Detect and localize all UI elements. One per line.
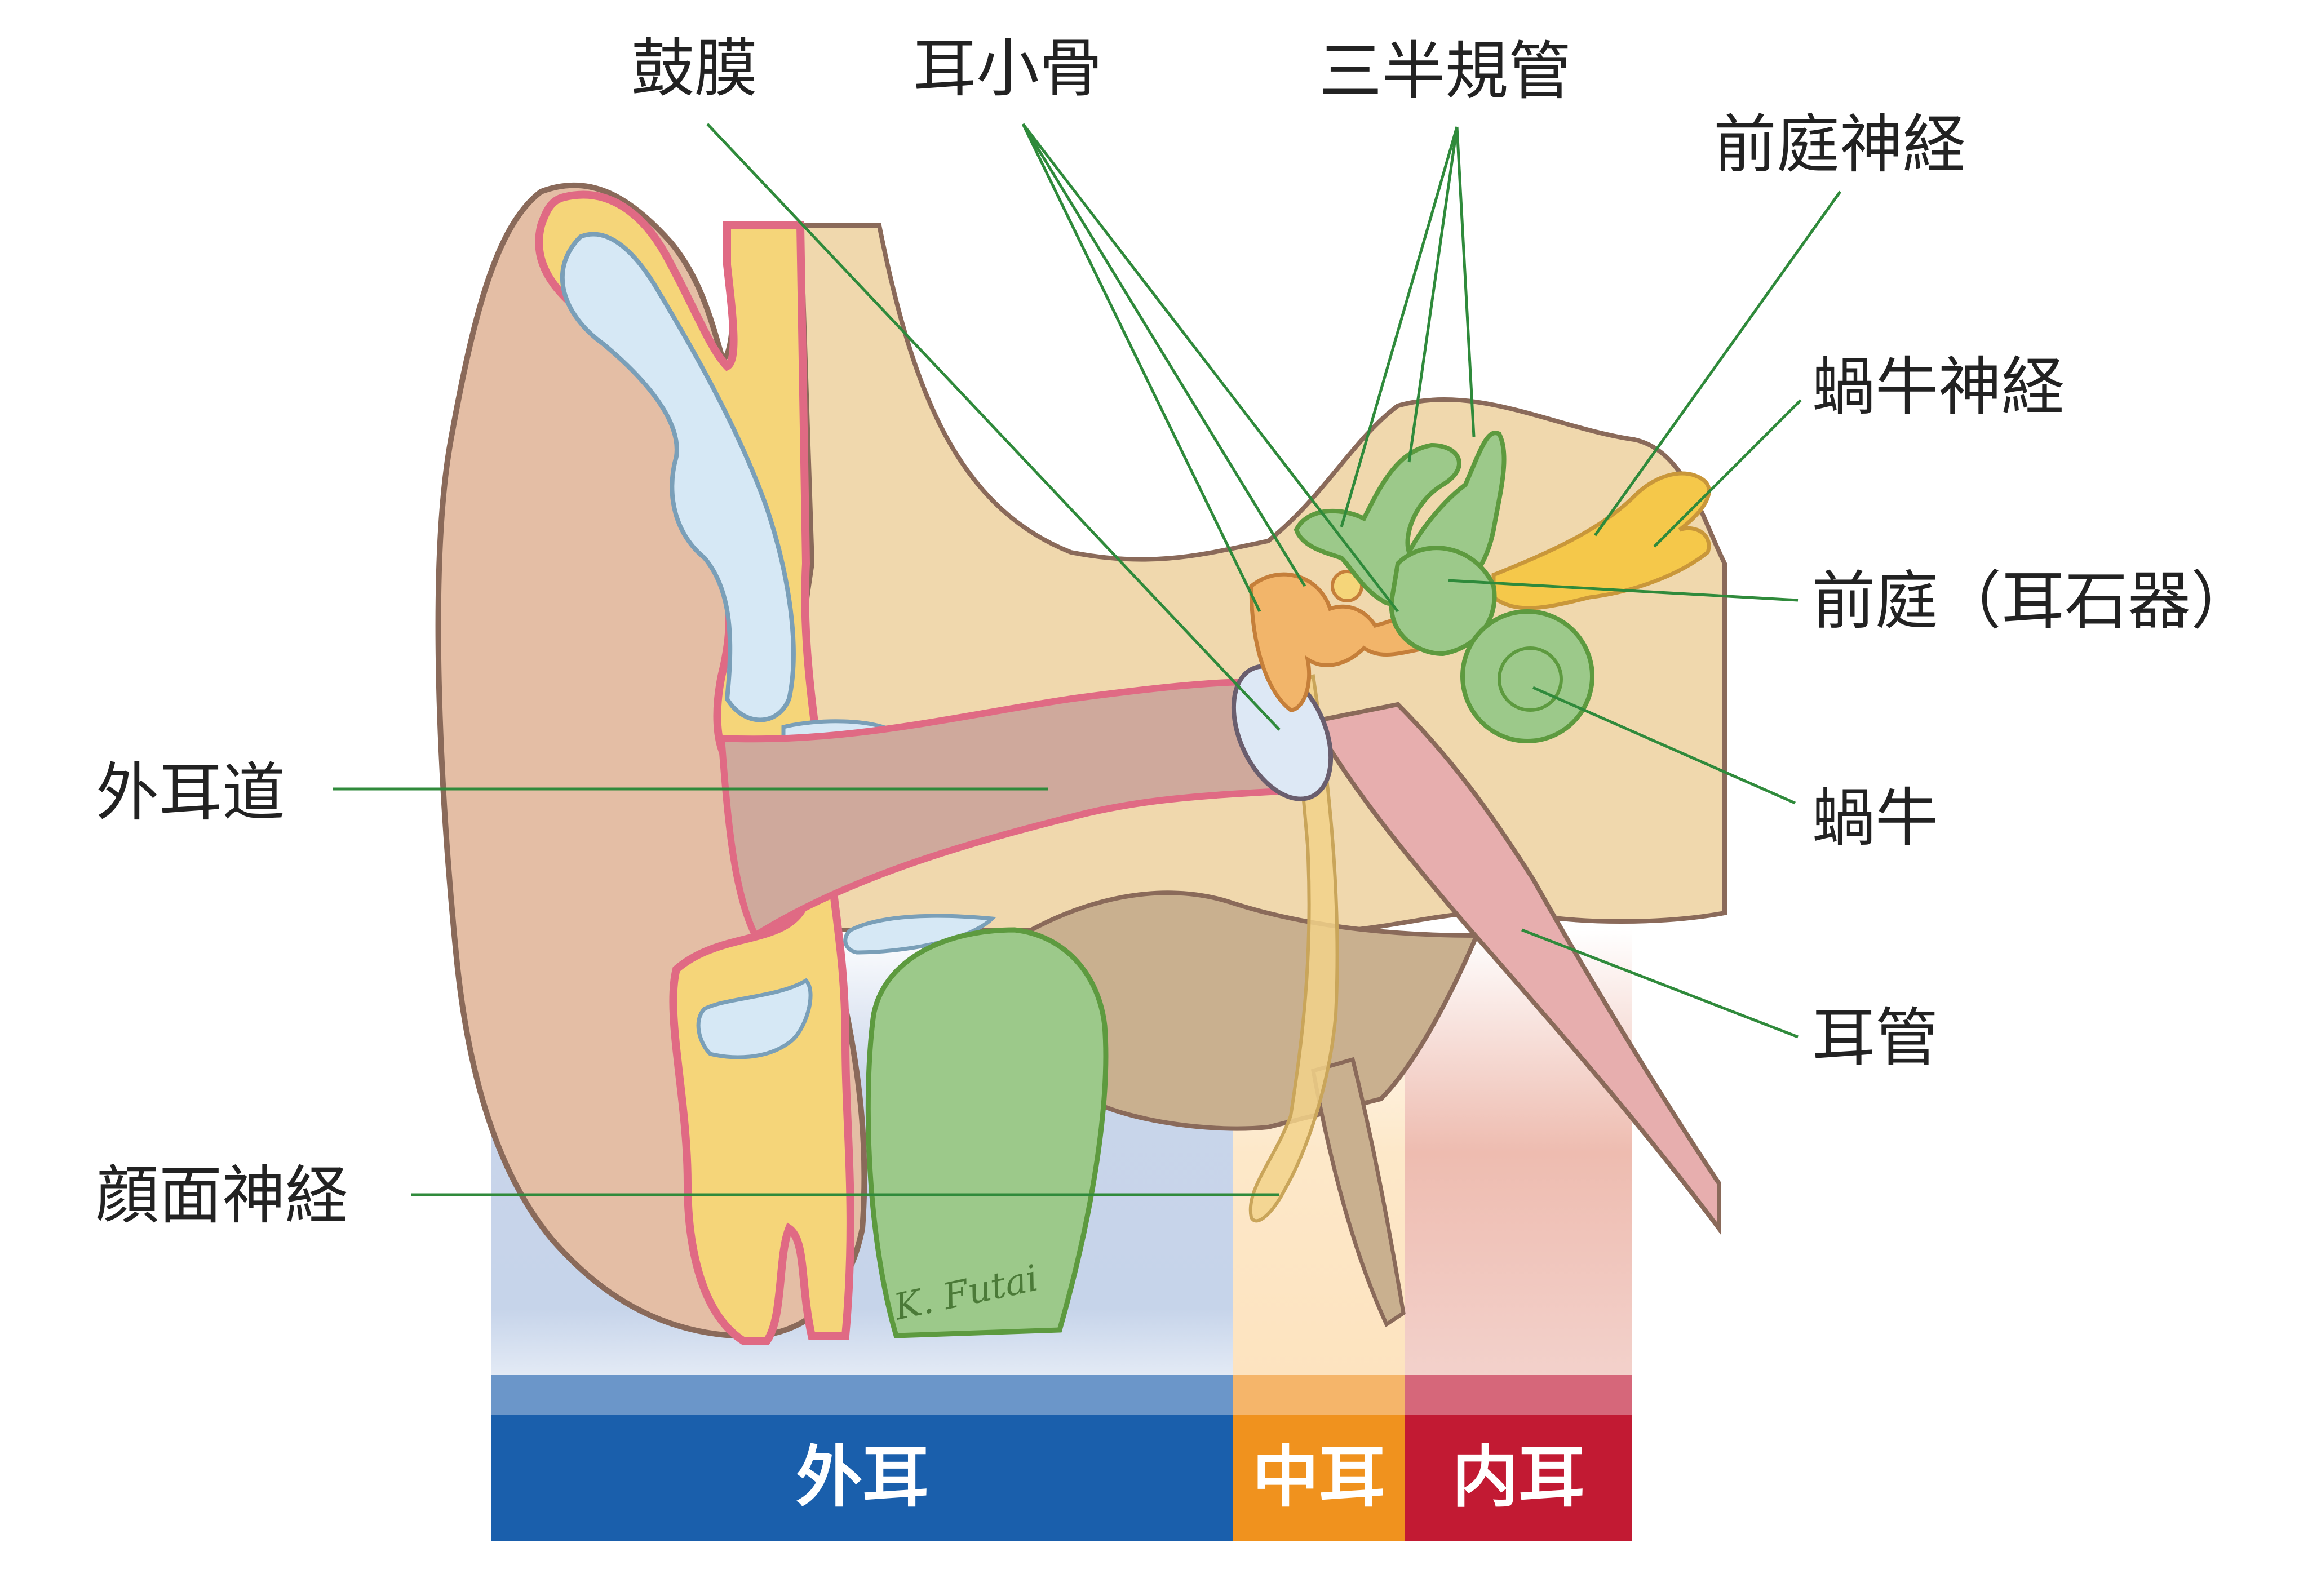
label-ossicles: 耳小骨 [913, 32, 1102, 105]
inner-ear-band [1405, 1415, 1632, 1541]
styloid-process [1310, 1057, 1406, 1328]
inner-ear-band-top [1405, 1375, 1632, 1415]
eardrum [1231, 664, 1334, 801]
leader-canals-3 [1455, 126, 1476, 437]
leader-canals-1 [1340, 126, 1459, 527]
middle-ear-band-top [1233, 1375, 1405, 1415]
region-label-middle-ear: 中耳 [1252, 1438, 1385, 1516]
leader-eustachian-tube [1521, 928, 1799, 1039]
cartilage-cavity-low2 [696, 978, 813, 1059]
leader-lines [333, 123, 1842, 1196]
outer-ear-band [491, 1415, 1233, 1541]
outer-ear-band-top [491, 1375, 1233, 1415]
leader-cochlea [1532, 686, 1796, 805]
label-vestibule: 前庭（耳石器） [1812, 565, 2254, 638]
eustachian-tube [1309, 702, 1721, 1235]
label-cochlea: 蝸牛 [1812, 782, 1938, 855]
leader-vestibule [1448, 579, 1799, 602]
leader-ossicles-2 [1021, 123, 1306, 587]
vestibular-cochlear-nerve [1491, 471, 1711, 610]
leader-eardrum [706, 123, 1281, 731]
external-ear-canal [717, 678, 1319, 941]
leader-ossicles-1 [1021, 123, 1261, 613]
leader-ossicles-3 [1022, 123, 1399, 613]
cochlea [1460, 609, 1594, 743]
middle-ear-band [1233, 1415, 1405, 1541]
parotid-gland [865, 927, 1109, 1338]
label-vestibular-nerve: 前庭神経 [1713, 108, 1966, 181]
cochlea-spiral [1498, 646, 1563, 712]
label-eardrum: 鼓膜 [631, 32, 758, 105]
region-label-outer-ear: 外耳 [796, 1438, 929, 1516]
leader-vestibular-nerve [1593, 190, 1842, 537]
leader-canals-2 [1407, 126, 1459, 463]
facial-nerve [1248, 674, 1339, 1223]
label-facial-nerve: 顔面神経 [96, 1159, 348, 1233]
label-semicircular-canals: 三半規管 [1319, 35, 1571, 108]
region-label-inner-ear: 内耳 [1452, 1438, 1585, 1516]
cartilage-cavity-upper [560, 232, 796, 722]
label-cochlear-nerve: 蝸牛神経 [1812, 351, 2065, 424]
label-eustachian-tube: 耳管 [1812, 1001, 1938, 1075]
leader-cochlear-nerve [1653, 399, 1802, 548]
label-ear-canal: 外耳道 [96, 756, 285, 830]
